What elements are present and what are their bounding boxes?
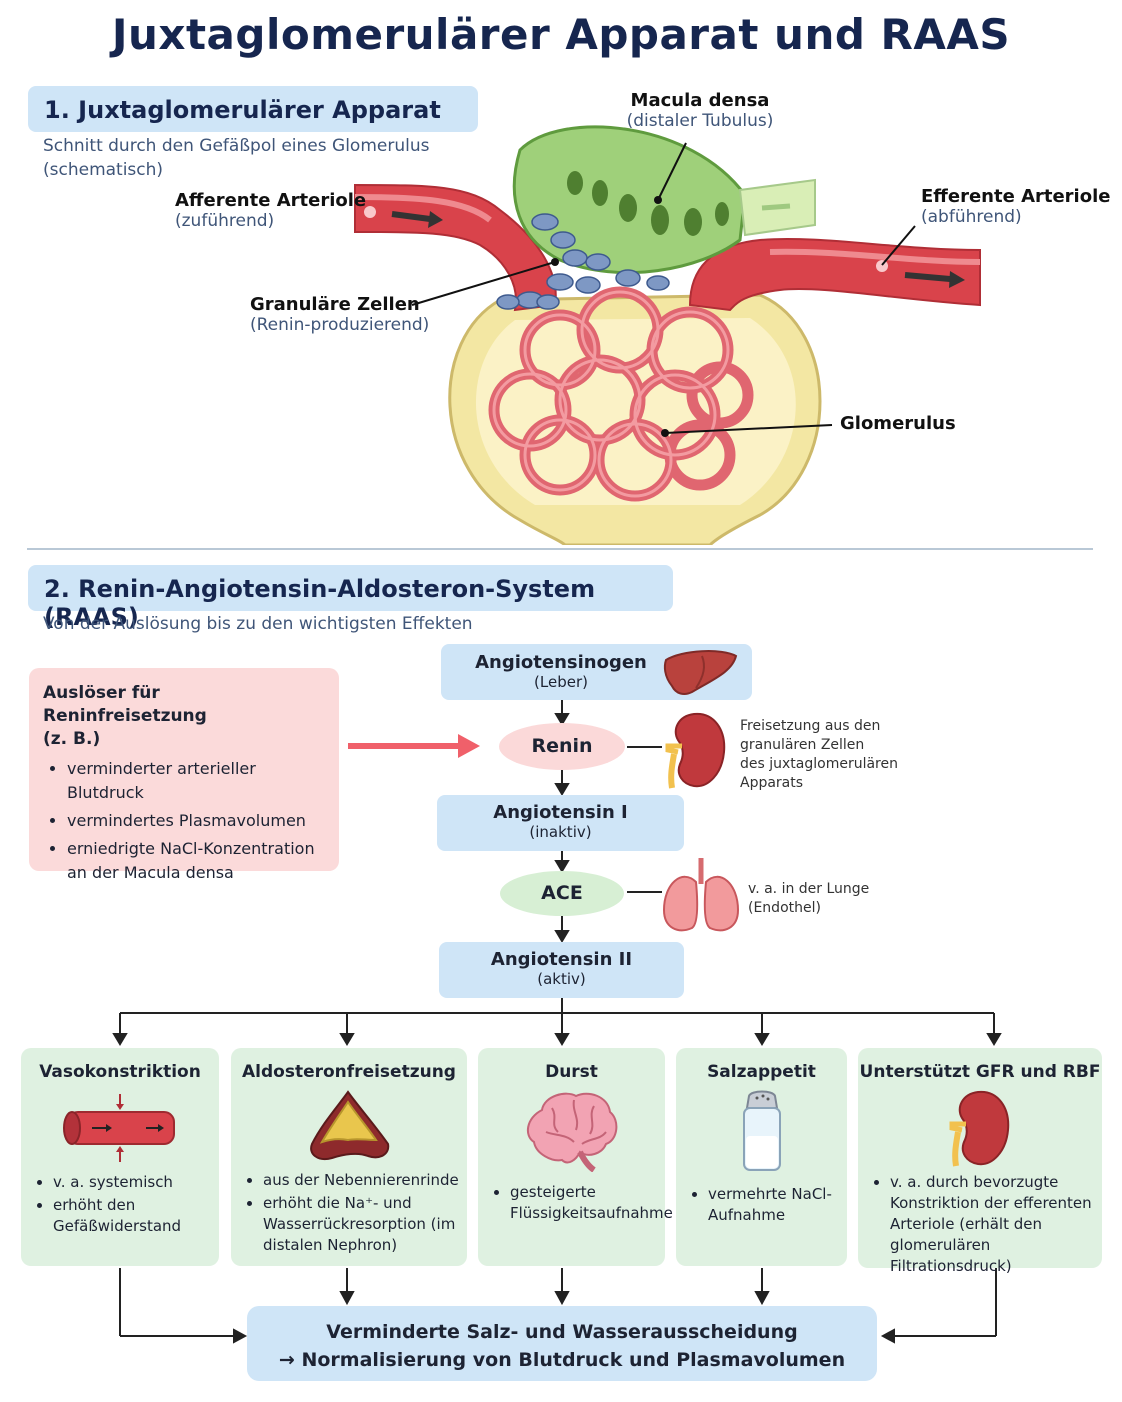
angiotensin1-subtitle: (inaktiv) [529,823,592,841]
salt-shaker-icon [742,1090,781,1171]
trigger-item: erniedrigte NaCl-Konzentration an der Ma… [67,837,325,885]
angiotensin1-box: Angiotensin I (inaktiv) [437,795,684,851]
kidney-icon [949,1090,1010,1167]
effect-thirst: Durst gesteigerte Flüssigkeitsaufnahme [478,1048,673,1266]
efferent-title: Efferente Arteriole [921,186,1111,207]
angiotensin1-title: Angiotensin I [493,802,628,823]
effect-item: erhöht den Gefäßwiderstand [53,1195,211,1237]
angiotensin2-subtitle: (aktiv) [537,970,586,988]
ace-note-line: (Endothel) [748,900,821,916]
effect-item: v. a. durch bevorzugte Konstriktion der … [890,1172,1094,1277]
trigger-heading-sub: (z. B.) [43,729,101,749]
effect-title: Aldosteronfreisetzung [242,1062,456,1082]
renin-node: Renin [499,723,625,770]
result-line2: → Normalisierung von Blutdruck und Plasm… [278,1349,846,1371]
efferent-subtitle: (abführend) [921,207,1022,227]
brain-icon [526,1092,617,1172]
section1-subtitle-line2: (schematisch) [43,160,164,180]
section2-heading: 2. Renin-Angiotensin-Aldosteron-System (… [28,565,673,631]
angiotensinogen-subtitle: (Leber) [534,673,588,691]
afferent-arteriole-label: Afferente Arteriole (zuführend) [175,190,366,231]
effect-item: erhöht die Na⁺- und Wasserrückresorption… [263,1193,459,1256]
trigger-item: vermindertes Plasmavolumen [67,809,325,833]
trigger-heading: Auslöser für Reninfreisetzung [43,683,207,726]
liver-icon [663,650,738,695]
result-box: Verminderte Salz- und Wasserausscheidung… [247,1306,877,1381]
ace-note: v. a. in der Lunge (Endothel) [748,880,869,918]
trigger-box: Auslöser für Reninfreisetzung (z. B.) ve… [29,668,339,882]
effect-gfr-rbf: Unterstützt GFR und RBF v. a. durch bevo… [858,1048,1102,1275]
section-divider [27,548,1093,550]
granular-cells-label: Granuläre Zellen (Renin-produzierend) [250,294,429,335]
trigger-list: verminderter arterieller Blutdruck vermi… [43,757,325,885]
granular-title: Granuläre Zellen [250,294,420,315]
kidney-icon [665,712,726,789]
renin-note: Freisetzung aus den granulären Zellen de… [740,717,898,793]
effect-item: aus der Nebennierenrinde [263,1170,459,1191]
effect-salt-appetite: Salzappetit vermehrte NaCl-Aufnahme [676,1048,847,1266]
angiotensin2-title: Angiotensin II [490,949,633,970]
vessel-icon [63,1094,175,1162]
adrenal-gland-icon [310,1090,390,1160]
macula-densa-label: Macula densa (distaler Tubulus) [600,90,800,131]
macula-densa-title: Macula densa [630,90,770,111]
ace-node: ACE [500,871,624,916]
section1-heading: 1. Juxtaglomerulärer Apparat [28,86,478,132]
section1-subtitle: Schnitt durch den Gefäßpol eines Glomeru… [43,134,429,182]
effect-title: Durst [545,1062,598,1082]
efferent-arteriole-label: Efferente Arteriole (abführend) [921,186,1110,227]
effect-item: v. a. systemisch [53,1172,211,1193]
granular-subtitle: (Renin-produzierend) [250,315,430,335]
lung-icon [662,858,740,932]
afferent-title: Afferente Arteriole [175,190,367,211]
effect-item: gesteigerte Flüssigkeitsaufnahme [510,1182,673,1224]
section1-subtitle-line1: Schnitt durch den Gefäßpol eines Glomeru… [43,136,430,156]
renin-note-line: des juxtaglomerulären [740,756,898,772]
angiotensinogen-title: Angiotensinogen [475,652,647,673]
renin-note-line: Apparats [740,775,804,791]
macula-densa-subtitle: (distaler Tubulus) [626,111,774,131]
page-title: Juxtaglomerulärer Apparat und RAAS [111,10,1011,59]
effect-item: vermehrte NaCl-Aufnahme [708,1184,839,1226]
glomerulus-label: Glomerulus [840,413,956,434]
effect-vasoconstriction: Vasokonstriktion v. a. systemisch erhöht… [21,1048,219,1266]
effect-title: Vasokonstriktion [39,1062,201,1082]
result-line1: Verminderte Salz- und Wasserausscheidung [326,1321,798,1343]
effect-title: Unterstützt GFR und RBF [859,1062,1101,1082]
effect-aldosterone: Aldosteronfreisetzung aus der Nebenniere… [231,1048,467,1266]
section2-subtitle: Von der Auslösung bis zu den wichtigsten… [43,614,473,634]
angiotensin2-box: Angiotensin II (aktiv) [439,942,684,998]
ace-note-line: v. a. in der Lunge [748,881,870,897]
effect-title: Salzappetit [707,1062,816,1082]
afferent-subtitle: (zuführend) [175,211,275,231]
renin-note-line: Freisetzung aus den [740,718,881,734]
granular-cells [496,213,670,310]
renin-note-line: granulären Zellen [740,737,865,753]
juxtaglomerular-illustration [354,125,981,545]
trigger-item: verminderter arterieller Blutdruck [67,757,325,805]
